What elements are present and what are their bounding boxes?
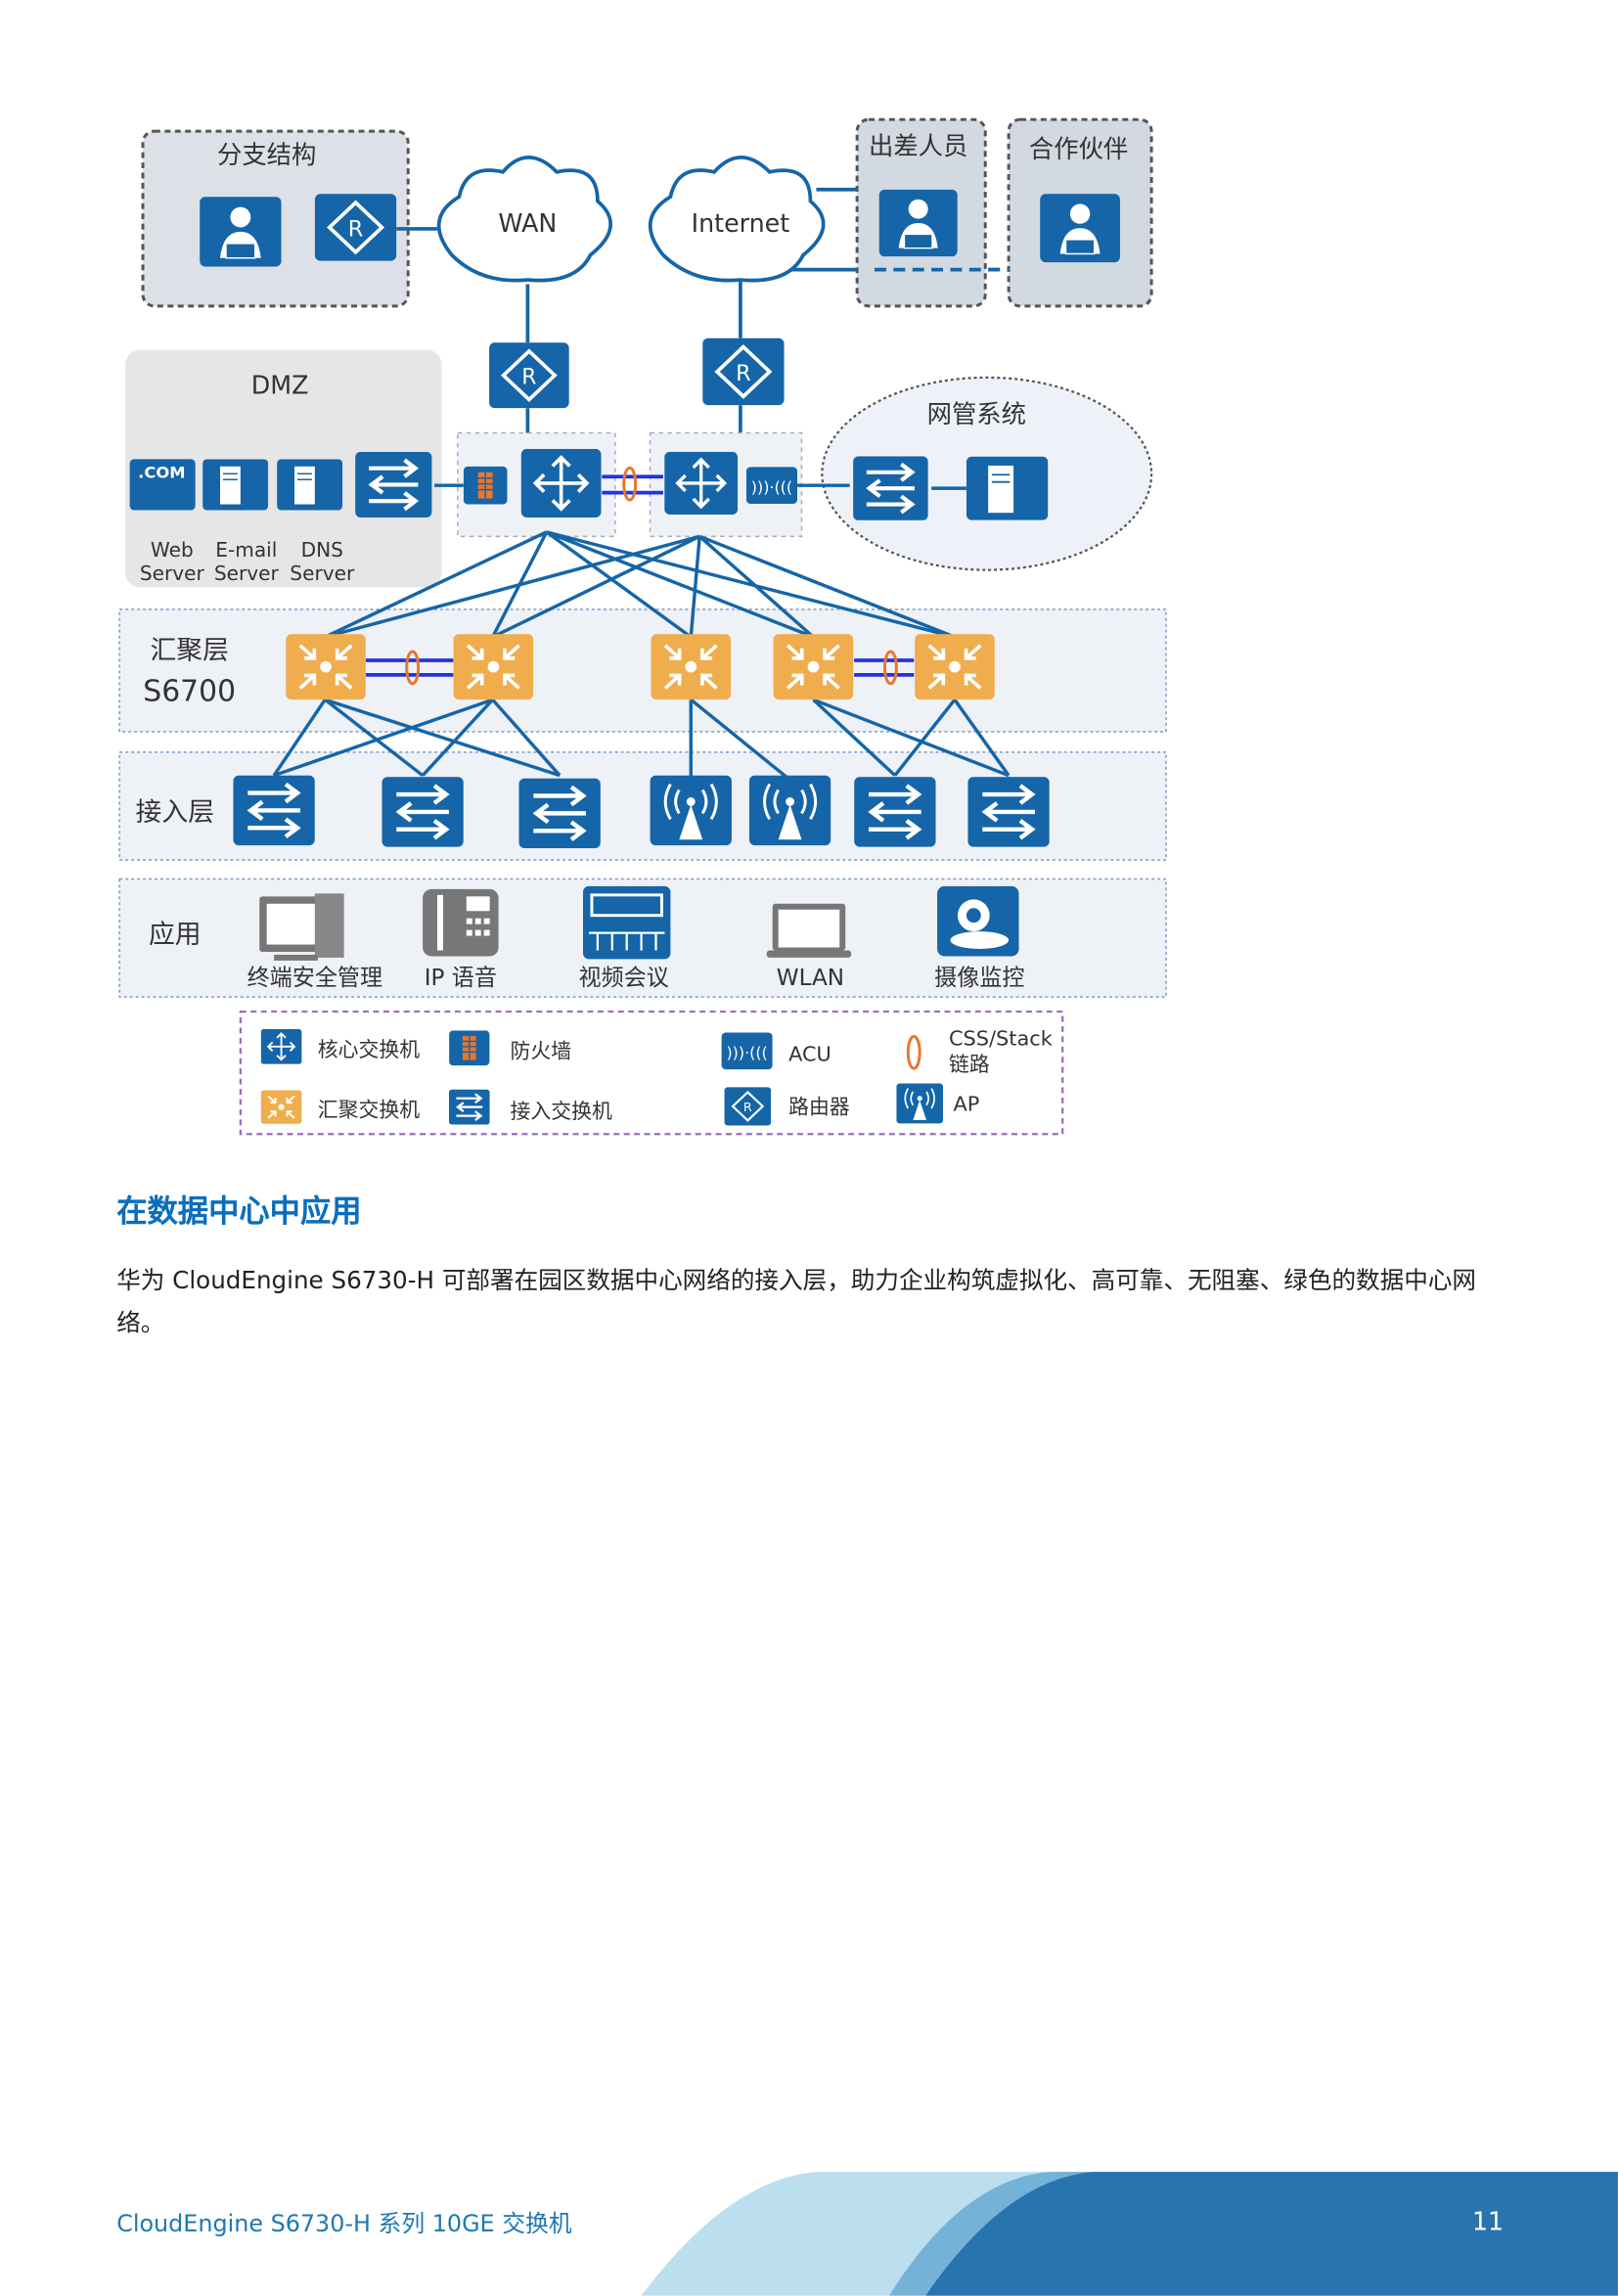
internet-label: Internet [692, 208, 790, 238]
legend-label: CSS/Stack [949, 1026, 1054, 1050]
dmz-switch-icon [355, 452, 431, 518]
ap-icon [650, 775, 732, 846]
legend-access-switch-icon [448, 1089, 490, 1126]
email-server-label: E-mail [215, 538, 277, 562]
nms-switch-icon [853, 456, 927, 520]
access-switch-icon [233, 776, 314, 846]
app-label: WLAN [777, 966, 844, 991]
nms-server-icon [966, 456, 1049, 520]
access-layer-label: 接入层 [136, 797, 214, 828]
footer-wave [641, 2172, 1618, 2296]
app-label: IP 语音 [425, 966, 497, 991]
travelers-label: 出差人员 [869, 131, 967, 160]
acu-icon [745, 467, 798, 505]
partner-icon [1039, 194, 1121, 263]
access-switch-icon [967, 777, 1049, 847]
ip-phone-icon [423, 888, 499, 957]
aggregation-model-label: S6700 [143, 675, 236, 709]
section-heading: 在数据中心中应用 [116, 1193, 362, 1230]
camera-icon [937, 885, 1019, 957]
aggregation-layer-label: 汇聚层 [150, 635, 228, 665]
legend-label: 路由器 [788, 1095, 850, 1118]
wan-router-icon [488, 342, 570, 409]
com-label: .COM [138, 464, 185, 482]
footer-title: CloudEngine S6730-H 系列 10GE 交换机 [116, 2209, 572, 2238]
dns-server-label: DNS [301, 538, 343, 562]
core-switch-icon [519, 448, 603, 518]
aggregation-band [118, 608, 1167, 733]
access-switch-icon [382, 777, 463, 847]
legend-agg-switch-icon [260, 1089, 302, 1125]
agg-switch-icon [286, 634, 366, 700]
dmz-server-labels: Web Server E-mail Server DNS Server [140, 538, 355, 585]
wan-label: WAN [498, 208, 557, 238]
legend-ap-icon [896, 1083, 944, 1124]
dmz-label: DMZ [251, 370, 309, 399]
firewall-icon [463, 466, 508, 505]
app-label: 视频会议 [579, 966, 669, 991]
css-stack-icons [405, 466, 898, 686]
branch-label: 分支结构 [217, 140, 316, 169]
legend-label: 链路 [949, 1053, 990, 1076]
legend-label: AP [953, 1092, 979, 1115]
legend-label: 汇聚交换机 [318, 1098, 420, 1121]
legend-router-icon [724, 1086, 772, 1127]
legend-label: 核心交换机 [318, 1038, 420, 1061]
core-switch-icon [662, 451, 740, 515]
nms-label: 网管系统 [927, 399, 1026, 428]
legend-label: 防火墙 [510, 1040, 571, 1063]
section-body: 华为 CloudEngine S6730-H 可部署在园区数据中心网络的接入层，… [116, 1266, 1476, 1337]
email-server-label-2: Server [214, 562, 280, 585]
web-server-label: Web [151, 538, 194, 562]
access-switch-icon [854, 777, 935, 847]
dns-server-icon [277, 459, 343, 511]
legend-core-switch-icon [260, 1028, 302, 1064]
internet-router-icon [702, 338, 785, 406]
agg-switch-icon [650, 634, 732, 700]
ap-icon [748, 775, 831, 846]
page-number: 11 [1471, 2208, 1505, 2238]
legend-label: ACU [788, 1043, 831, 1066]
stack-links [365, 474, 915, 677]
internet-cloud [648, 156, 826, 283]
access-switch-icon [518, 779, 600, 849]
partners-label: 合作伙伴 [1029, 134, 1128, 163]
email-server-icon [202, 459, 269, 511]
network-links [272, 483, 1011, 782]
wan-cloud [436, 156, 826, 283]
pc-icon [259, 893, 344, 961]
web-server-icon [129, 459, 196, 511]
dns-server-label-2: Server [290, 562, 355, 585]
app-label: 摄像监控 [934, 966, 1024, 991]
branch-router-icon [314, 194, 397, 261]
agg-switch-icon [772, 634, 855, 700]
web-server-label-2: Server [140, 562, 205, 585]
legend-label: 接入交换机 [510, 1100, 611, 1123]
application-layer-label: 应用 [149, 920, 202, 950]
campus-network-diagram: R )))·((( 分支结构 WAN Internet 出差人员 合作伙伴 DM… [118, 117, 1167, 1136]
laptop-icon [766, 903, 852, 958]
legend-acu-icon [721, 1032, 773, 1070]
app-label: 终端安全管理 [247, 966, 382, 991]
traveler-icon [877, 189, 959, 257]
agg-switch-icon [914, 634, 996, 700]
video-conference-icon [583, 885, 671, 960]
legend-firewall-icon [448, 1030, 490, 1066]
legend-css-icon [906, 1034, 921, 1070]
branch-user-icon [200, 197, 282, 267]
agg-switch-icon [453, 634, 534, 700]
